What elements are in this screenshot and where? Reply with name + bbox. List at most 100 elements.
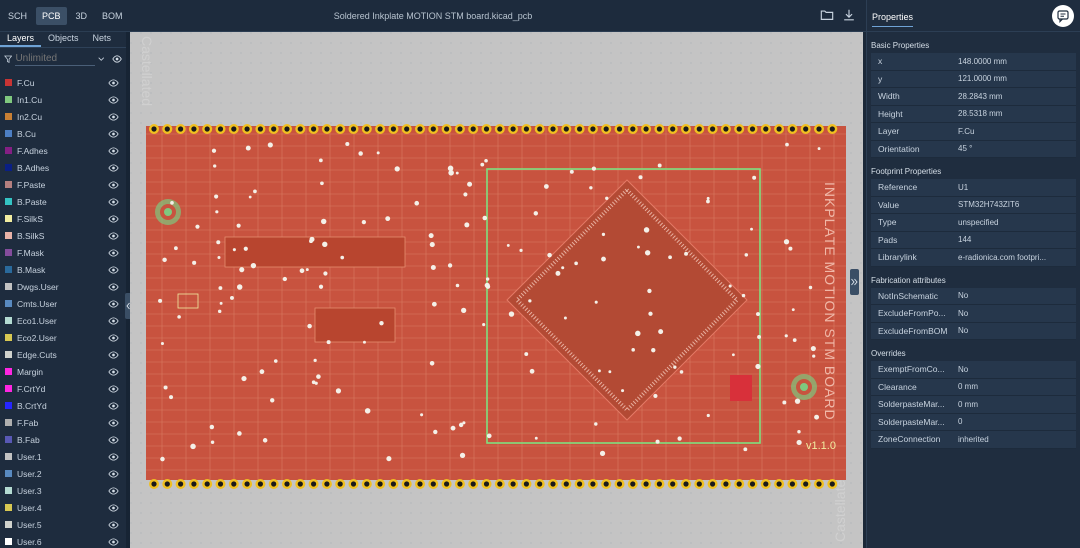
- layer-item[interactable]: B.CrtYd: [0, 397, 126, 414]
- castellated-pads-top[interactable]: [149, 124, 838, 134]
- eye-icon[interactable]: [108, 418, 119, 427]
- tab-3d[interactable]: 3D: [75, 10, 88, 21]
- eye-icon[interactable]: [108, 520, 119, 529]
- tab-bom[interactable]: BOM: [102, 10, 123, 21]
- layer-item[interactable]: User.2: [0, 465, 126, 482]
- pad-drill: [311, 481, 317, 487]
- layer-item[interactable]: B.Mask: [0, 261, 126, 278]
- eye-icon[interactable]: [108, 129, 119, 138]
- via: [608, 370, 612, 374]
- pcb-board-drawing[interactable]: Castellated Castellated: [130, 32, 863, 548]
- eye-icon[interactable]: [108, 469, 119, 478]
- eye-icon[interactable]: [108, 537, 119, 546]
- eye-icon[interactable]: [108, 486, 119, 495]
- layer-item[interactable]: F.CrtYd: [0, 380, 126, 397]
- layer-item[interactable]: Eco2.User: [0, 329, 126, 346]
- via: [219, 301, 223, 305]
- eye-icon[interactable]: [108, 112, 119, 121]
- layer-item[interactable]: B.Paste: [0, 193, 126, 210]
- eye-icon[interactable]: [108, 367, 119, 376]
- castellated-pads-bottom[interactable]: [149, 479, 838, 489]
- eye-icon[interactable]: [108, 503, 119, 512]
- layer-item[interactable]: F.Cu: [0, 74, 126, 91]
- eye-icon[interactable]: [108, 180, 119, 189]
- eye-icon[interactable]: [108, 95, 119, 104]
- eye-icon[interactable]: [108, 282, 119, 291]
- layer-color-swatch: [5, 215, 12, 222]
- collapse-right-button[interactable]: [850, 269, 859, 295]
- header-component[interactable]: [224, 236, 406, 268]
- property-value: No: [958, 326, 969, 336]
- eye-icon[interactable]: [108, 248, 119, 257]
- pad-drill: [656, 126, 663, 132]
- layer-item[interactable]: User.1: [0, 448, 126, 465]
- via: [506, 243, 510, 247]
- layer-item[interactable]: Eco1.User: [0, 312, 126, 329]
- stm32-footprint[interactable]: [506, 179, 748, 421]
- pad-drill: [749, 481, 756, 487]
- download-icon[interactable]: [842, 8, 856, 22]
- layer-item[interactable]: User.5: [0, 516, 126, 533]
- folder-icon[interactable]: [820, 8, 834, 22]
- layer-item[interactable]: User.3: [0, 482, 126, 499]
- layer-item[interactable]: Dwgs.User: [0, 278, 126, 295]
- layer-item[interactable]: User.6: [0, 533, 126, 548]
- eye-icon[interactable]: [108, 350, 119, 359]
- panel-tab-nets[interactable]: Nets: [92, 33, 112, 43]
- eye-icon[interactable]: [112, 54, 122, 64]
- layer-item[interactable]: Edge.Cuts: [0, 346, 126, 363]
- eye-icon[interactable]: [108, 452, 119, 461]
- mounting-hole-right[interactable]: [791, 374, 817, 400]
- eye-icon[interactable]: [108, 265, 119, 274]
- layer-item[interactable]: Margin: [0, 363, 126, 380]
- chat-button[interactable]: [1052, 5, 1074, 27]
- layer-item[interactable]: F.Fab: [0, 414, 126, 431]
- pcb-canvas[interactable]: Castellated Castellated: [130, 32, 863, 548]
- smd-pad-group[interactable]: [730, 375, 752, 401]
- via: [447, 165, 454, 172]
- layer-item[interactable]: Cmts.User: [0, 295, 126, 312]
- eye-icon[interactable]: [108, 146, 119, 155]
- via: [243, 246, 248, 251]
- eye-icon[interactable]: [108, 299, 119, 308]
- left-splitter[interactable]: [126, 32, 130, 548]
- tab-sch[interactable]: SCH: [8, 10, 28, 21]
- eye-icon[interactable]: [108, 214, 119, 223]
- layer-item[interactable]: B.Cu: [0, 125, 126, 142]
- tab-pcb[interactable]: PCB: [36, 6, 67, 25]
- eye-icon[interactable]: [108, 231, 119, 240]
- via: [744, 253, 749, 257]
- eye-icon[interactable]: [108, 401, 119, 410]
- eye-icon[interactable]: [108, 333, 119, 342]
- layer-item[interactable]: F.Adhes: [0, 142, 126, 159]
- layer-item[interactable]: B.Adhes: [0, 159, 126, 176]
- ic-component[interactable]: [314, 307, 396, 343]
- layer-name: User.3: [17, 485, 42, 496]
- layer-item[interactable]: F.SilkS: [0, 210, 126, 227]
- eye-icon[interactable]: [108, 197, 119, 206]
- chevron-down-icon[interactable]: [97, 54, 105, 64]
- eye-icon[interactable]: [108, 78, 119, 87]
- layer-item[interactable]: F.Paste: [0, 176, 126, 193]
- mounting-hole-left[interactable]: [155, 199, 181, 225]
- panel-tab-layers[interactable]: Layers: [0, 32, 42, 47]
- panel-tab-objects[interactable]: Objects: [48, 33, 79, 43]
- eye-icon[interactable]: [108, 435, 119, 444]
- layer-item[interactable]: In2.Cu: [0, 108, 126, 125]
- filter-select[interactable]: [15, 52, 96, 66]
- via: [448, 170, 454, 176]
- layer-name: B.CrtYd: [17, 400, 47, 411]
- layer-item[interactable]: User.4: [0, 499, 126, 516]
- pad-drill: [696, 481, 702, 487]
- eye-icon[interactable]: [108, 316, 119, 325]
- layer-item[interactable]: B.Fab: [0, 431, 126, 448]
- layer-item[interactable]: F.Mask: [0, 244, 126, 261]
- layer-color-swatch: [5, 521, 12, 528]
- eye-icon[interactable]: [108, 384, 119, 393]
- layer-item[interactable]: B.SilkS: [0, 227, 126, 244]
- layer-item[interactable]: In1.Cu: [0, 91, 126, 108]
- eye-icon[interactable]: [108, 163, 119, 172]
- layer-color-swatch: [5, 96, 12, 103]
